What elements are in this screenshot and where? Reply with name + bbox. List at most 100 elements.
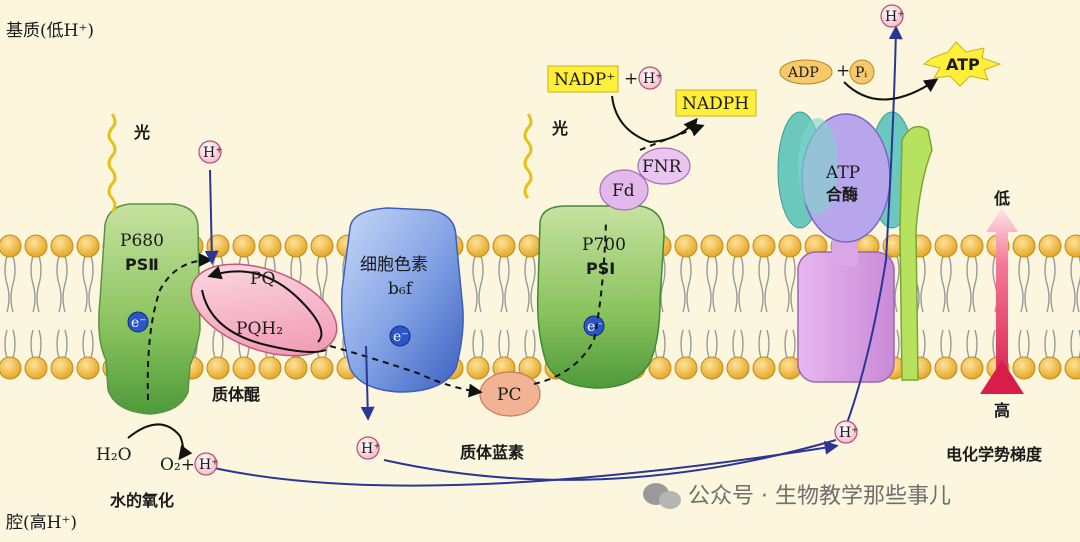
adp-plus: + — [836, 61, 850, 81]
atp-synthase-line2: 合酶 — [826, 185, 858, 204]
lipid-head-bottom — [50, 356, 74, 380]
lipid-head-bottom — [1038, 356, 1062, 380]
pi-label: Pᵢ — [855, 65, 867, 81]
lipid-head-bottom — [258, 356, 282, 380]
fnr-label: FNR — [642, 157, 683, 177]
o2-plus-label: O₂+ — [160, 455, 195, 475]
pq-label: PQ — [250, 269, 275, 289]
fnr-protein — [637, 147, 691, 185]
cytochrome-b6f — [340, 207, 464, 393]
fd-label: Fd — [612, 181, 635, 201]
proton-circle — [880, 4, 904, 28]
ps2-sub: PSⅡ — [125, 255, 159, 274]
water-label: H₂O — [96, 445, 132, 465]
plastocyanin-label: 质体蓝素 — [460, 443, 524, 462]
lipid-head-bottom — [0, 356, 22, 380]
lipid-head-top — [960, 234, 984, 258]
lipid-head-bottom — [648, 356, 672, 380]
lipid-head-bottom — [960, 356, 984, 380]
gradient-arrow — [986, 208, 1018, 390]
proton-circle — [198, 140, 222, 164]
nadp-label: NADP⁺ — [554, 70, 615, 90]
lipid-head-top — [232, 234, 256, 258]
watermark: 公众号 · 生物教学那些事儿 — [688, 484, 951, 509]
pq-pool — [190, 263, 338, 357]
atp-synthase-line1: ATP — [825, 163, 860, 183]
ps2-name: P680 — [120, 231, 164, 251]
lipid-head-top — [76, 234, 100, 258]
proton-circle — [356, 436, 380, 460]
pc-label: PC — [497, 385, 521, 405]
proton-label: H⁺ — [885, 9, 905, 25]
pqh2-label: PQH₂ — [236, 319, 283, 339]
nadph-label: NADPH — [682, 94, 749, 114]
nadp-plus: + — [624, 69, 638, 89]
gradient-arrow-base — [980, 360, 1024, 394]
nadp-box — [547, 65, 619, 93]
lipid-head-top — [206, 234, 230, 258]
lipid-head-top — [726, 234, 750, 258]
lipid-head-bottom — [726, 356, 750, 380]
cyt-sub: b₆f — [388, 279, 414, 299]
proton-label: H⁺ — [839, 425, 859, 441]
cyt-name: 细胞色素 — [360, 255, 428, 275]
electron-ps2 — [127, 311, 149, 333]
lipid-head-top — [1038, 234, 1062, 258]
lipid-head-top — [492, 234, 516, 258]
light-label-1: 光 — [133, 123, 150, 142]
lipid-head-top — [752, 234, 776, 258]
lipid-head-bottom — [206, 356, 230, 380]
lipid-head-top — [674, 234, 698, 258]
nadph-arrow — [611, 95, 698, 144]
electron-ps1-label: e⁻ — [587, 319, 603, 335]
proton-label: H⁺ — [199, 457, 219, 473]
lipid-head-bottom — [1012, 356, 1036, 380]
proton-markers: H⁺H⁺H⁺H⁺H⁺H⁺ — [194, 4, 905, 476]
lipid-head-bottom — [24, 356, 48, 380]
lipid-head-bottom — [466, 356, 490, 380]
water-oxidation-label: 水的氧化 — [110, 491, 174, 510]
lipid-head-top — [310, 234, 334, 258]
electron-cyt-label: e⁻ — [393, 329, 409, 345]
proton-circle — [834, 420, 858, 444]
atp-burst — [922, 41, 1002, 87]
light-ray-2 — [523, 113, 533, 200]
adp-oval — [779, 59, 833, 85]
lipid-head-top — [258, 234, 282, 258]
photosystem-i — [536, 205, 665, 389]
photosystem-ii — [98, 203, 201, 415]
lipid-head-top — [700, 234, 724, 258]
plastoquinone-label: 质体醌 — [212, 385, 260, 404]
lipid-head-top — [934, 234, 958, 258]
lipid-head-bottom — [674, 356, 698, 380]
lipid-head-bottom — [752, 356, 776, 380]
proton-circle — [638, 66, 662, 90]
lipid-head-top — [24, 234, 48, 258]
atp-arrow — [843, 78, 939, 101]
lipid-head-bottom — [232, 356, 256, 380]
lipid-head-top — [1012, 234, 1036, 258]
atp-label: ATP — [946, 55, 980, 74]
proton-label: H⁺ — [361, 441, 381, 457]
light-label-2: 光 — [551, 119, 568, 138]
lipid-head-top — [50, 234, 74, 258]
lipid-head-top — [778, 234, 802, 258]
lipid-head-bottom — [700, 356, 724, 380]
proton-label: H⁺ — [203, 145, 223, 161]
lipid-head-top — [0, 234, 22, 258]
gradient-label: 电化学势梯度 — [946, 445, 1043, 464]
wechat-icon — [643, 483, 681, 509]
nadph-box — [675, 89, 757, 117]
lumen-label: 腔(高H⁺) — [6, 513, 77, 533]
gradient-high-label: 高 — [994, 401, 1010, 420]
lipid-head-top — [518, 234, 542, 258]
electron-cyt — [389, 325, 411, 347]
ps1-sub: PSⅠ — [586, 259, 615, 278]
pi-oval — [849, 59, 875, 85]
stroma-label: 基质(低H⁺) — [6, 21, 94, 41]
fd-protein — [599, 169, 649, 211]
lipid-head-bottom — [934, 356, 958, 380]
water-oxidation-arrow — [127, 423, 193, 461]
lipid-head-bottom — [310, 356, 334, 380]
electron-ps2-label: e⁻ — [131, 315, 147, 331]
